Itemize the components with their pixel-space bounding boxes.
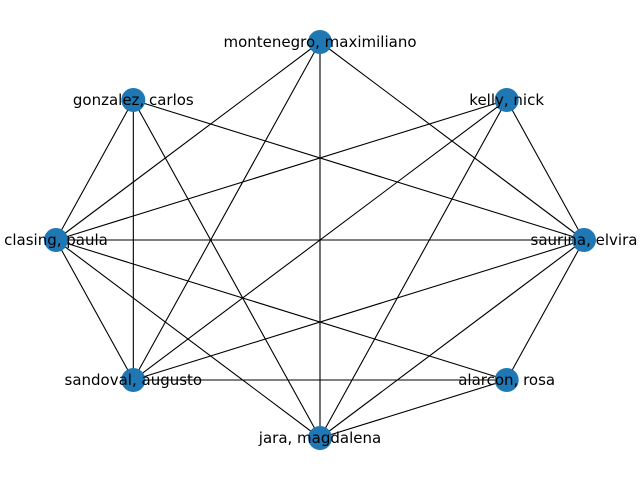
node-marker <box>494 87 519 112</box>
edge-jara-gonzalez <box>132 99 321 439</box>
node-alarcon: alarcon, rosa <box>458 368 555 393</box>
node-marker <box>308 426 332 450</box>
node-montenegro: montenegro, maximiliano <box>223 30 417 54</box>
edge-alarcon-jara <box>319 379 507 439</box>
node-label: alarcon, rosa <box>458 371 555 389</box>
edge-clasing-gonzalez <box>55 99 134 241</box>
node-label: kelly, nick <box>469 91 544 109</box>
edge-alarcon-clasing <box>55 239 507 381</box>
node-saurina: saurina, elvira <box>531 228 638 252</box>
node-label: saurina, elvira <box>531 231 638 249</box>
node-marker <box>44 228 68 252</box>
edge-sandoval-clasing <box>55 239 134 381</box>
edge-kelly-jara <box>319 99 508 439</box>
node-kelly: kelly, nick <box>469 87 544 112</box>
node-marker <box>308 30 332 54</box>
edge-saurina-alarcon <box>506 239 585 381</box>
node-gonzalez: gonzalez, carlos <box>73 87 194 112</box>
node-sandoval: sandoval, augusto <box>65 368 203 393</box>
edge-montenegro-sandoval <box>132 41 321 381</box>
nodes-layer: montenegro, maximiliano kelly, nick saurin… <box>4 30 637 450</box>
node-marker <box>121 368 146 393</box>
node-label: gonzalez, carlos <box>73 91 194 109</box>
node-label: clasing, paula <box>4 231 108 249</box>
node-clasing: clasing, paula <box>4 228 108 252</box>
edge-saurina-sandoval <box>133 239 585 381</box>
edge-montenegro-clasing <box>55 41 321 241</box>
edge-saurina-gonzalez <box>133 99 585 241</box>
node-marker <box>572 228 596 252</box>
edge-jara-clasing <box>55 239 321 439</box>
node-label: sandoval, augusto <box>65 371 203 389</box>
edge-kelly-clasing <box>55 99 507 241</box>
node-marker <box>121 87 146 112</box>
node-marker <box>494 368 519 393</box>
node-jara: jara, magdalena <box>258 426 381 450</box>
edge-kelly-saurina <box>506 99 585 241</box>
node-label: jara, magdalena <box>258 429 381 447</box>
edge-saurina-jara <box>319 239 585 439</box>
node-label: montenegro, maximiliano <box>223 33 416 51</box>
edges-layer <box>55 41 585 439</box>
